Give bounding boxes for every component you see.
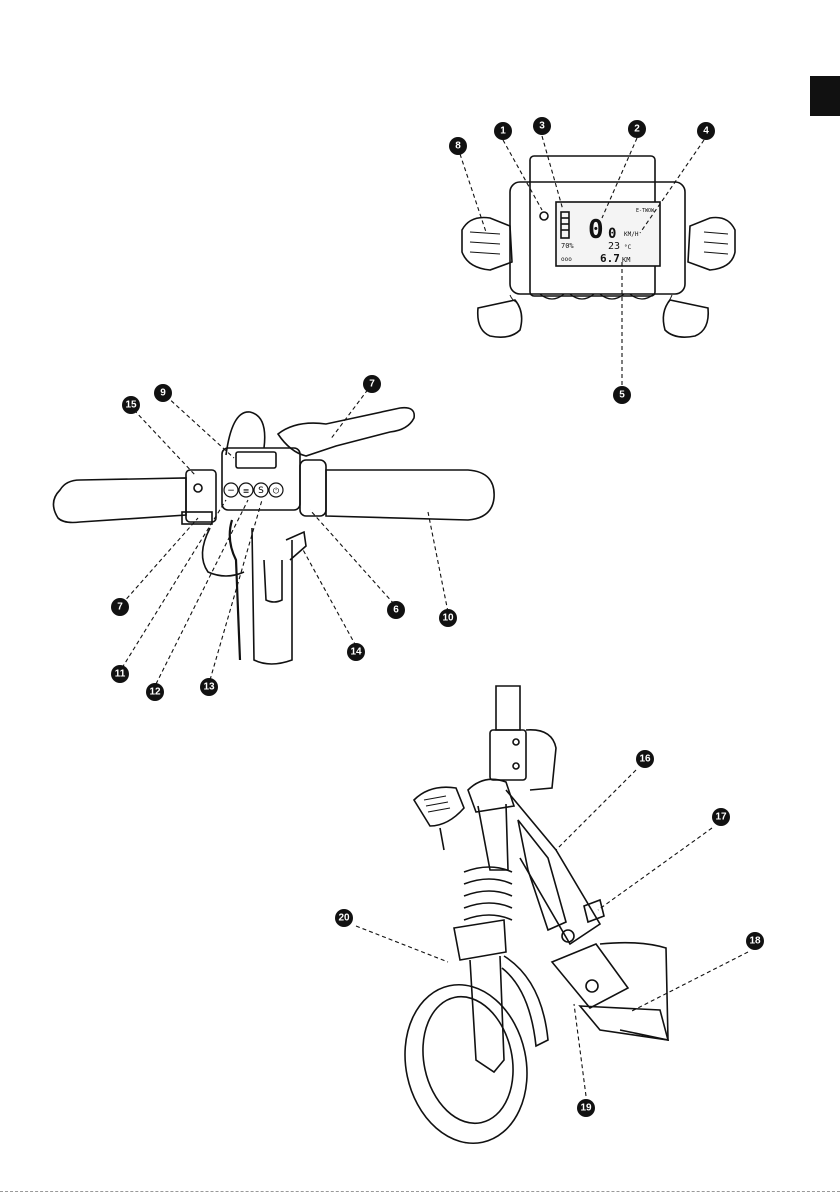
svg-text:12: 12 bbox=[149, 687, 161, 698]
lcd-battery-percent: 70% bbox=[561, 242, 574, 250]
right-handlebar-grip-icon bbox=[326, 470, 494, 520]
svg-text:10: 10 bbox=[442, 613, 454, 624]
callout-19: 19 bbox=[577, 1099, 595, 1117]
svg-text:2: 2 bbox=[634, 124, 640, 135]
menu-button-label: ≡ bbox=[243, 487, 250, 496]
callout-9: 9 bbox=[154, 384, 172, 402]
lcd-brand: E-TWOW bbox=[636, 208, 655, 214]
power-button-label: ⏻ bbox=[273, 487, 280, 496]
lcd-distance: 6.7 bbox=[600, 252, 620, 265]
handlebar-side-diagram bbox=[53, 408, 494, 664]
svg-text:7: 7 bbox=[117, 602, 123, 613]
left-lever-icon bbox=[478, 300, 522, 337]
lcd-speed-unit: KM/H bbox=[624, 231, 639, 238]
svg-text:7: 7 bbox=[369, 379, 375, 390]
svg-text:6: 6 bbox=[393, 605, 399, 616]
lcd-speed: 0 bbox=[588, 215, 604, 245]
leader-lines-bottom bbox=[356, 770, 748, 1096]
callout-10: 10 bbox=[439, 609, 457, 627]
svg-text:13: 13 bbox=[203, 682, 215, 693]
callout-8: 8 bbox=[449, 137, 467, 155]
lcd-temperature-unit: °C bbox=[624, 244, 632, 251]
svg-text:5: 5 bbox=[619, 390, 625, 401]
svg-text:1: 1 bbox=[500, 126, 506, 137]
callout-17: 17 bbox=[712, 808, 730, 826]
minus-button-label: − bbox=[227, 486, 235, 496]
front-wheel-icon bbox=[391, 973, 542, 1154]
svg-text:17: 17 bbox=[715, 812, 727, 823]
lcd-temperature: 23 bbox=[608, 241, 620, 252]
callout-5: 5 bbox=[613, 386, 631, 404]
controller-buttons: − ≡ S ⏻ bbox=[224, 483, 283, 497]
callout-13: 13 bbox=[200, 678, 218, 696]
callout-11: 11 bbox=[111, 665, 129, 683]
callout-7a: 7 bbox=[363, 375, 381, 393]
svg-text:4: 4 bbox=[703, 126, 709, 137]
svg-text:19: 19 bbox=[580, 1103, 592, 1114]
scooter-front-diagram bbox=[391, 686, 668, 1155]
svg-text:18: 18 bbox=[749, 936, 761, 947]
lcd-light-indicator: ooo bbox=[561, 256, 572, 263]
callout-2: 2 bbox=[628, 120, 646, 138]
svg-text:14: 14 bbox=[350, 647, 362, 658]
callout-18: 18 bbox=[746, 932, 764, 950]
left-handlebar-grip-icon bbox=[53, 478, 186, 523]
svg-text:8: 8 bbox=[455, 141, 461, 152]
svg-text:11: 11 bbox=[115, 669, 126, 680]
callout-16: 16 bbox=[636, 750, 654, 768]
callout-20: 20 bbox=[335, 909, 353, 927]
lcd-speed-small: 0 bbox=[608, 226, 616, 242]
display-unit-diagram bbox=[462, 156, 735, 337]
callout-12: 12 bbox=[146, 683, 164, 701]
callout-15: 15 bbox=[122, 396, 140, 414]
s-button-label: S bbox=[258, 486, 264, 496]
callout-3: 3 bbox=[533, 117, 551, 135]
right-lever-icon bbox=[663, 300, 708, 337]
callout-1: 1 bbox=[494, 122, 512, 140]
brake-lever-icon bbox=[278, 408, 414, 456]
callout-6: 6 bbox=[387, 601, 405, 619]
svg-text:15: 15 bbox=[125, 400, 137, 411]
callout-7b: 7 bbox=[111, 598, 129, 616]
svg-text:20: 20 bbox=[338, 913, 350, 924]
headlight-icon bbox=[414, 787, 464, 826]
svg-text:16: 16 bbox=[639, 754, 651, 765]
svg-text:3: 3 bbox=[539, 121, 545, 132]
steering-stem bbox=[252, 528, 292, 664]
callout-14: 14 bbox=[347, 643, 365, 661]
callout-4: 4 bbox=[697, 122, 715, 140]
lcd-distance-unit: KM bbox=[622, 256, 630, 264]
svg-text:9: 9 bbox=[160, 388, 166, 399]
left-grip-icon bbox=[462, 218, 512, 271]
